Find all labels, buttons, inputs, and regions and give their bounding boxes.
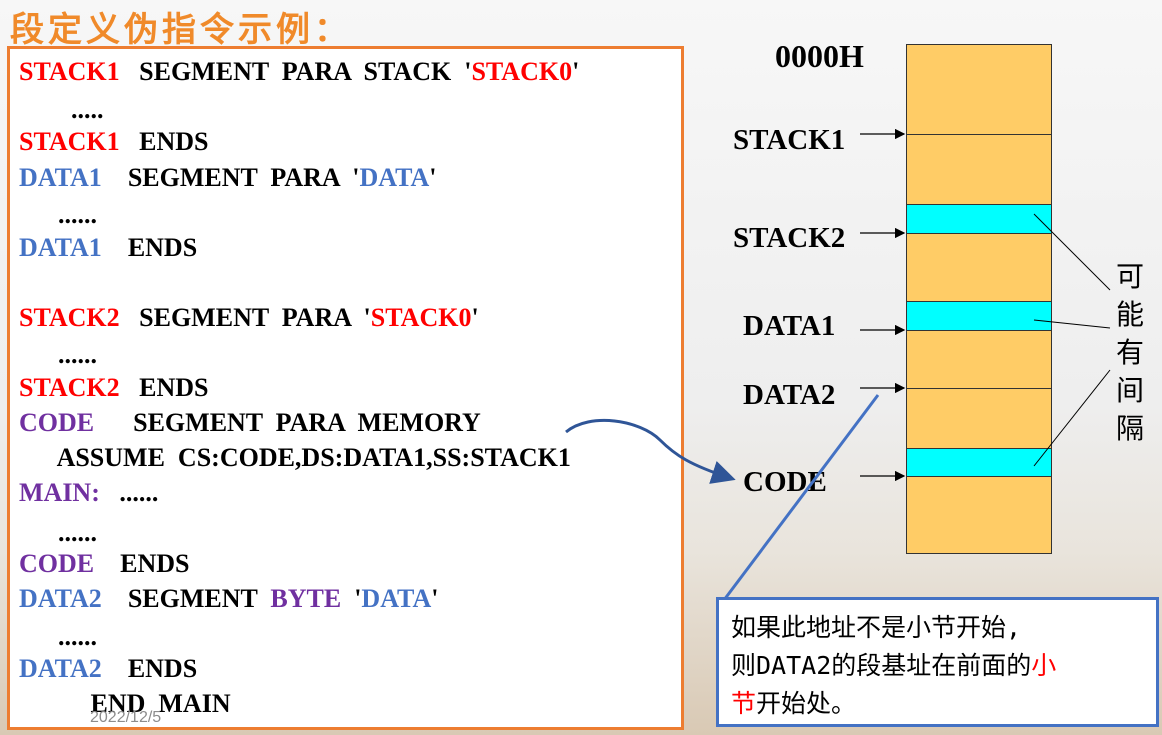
segment-label-data1: DATA1 <box>743 310 836 342</box>
code-token: ' <box>431 584 439 613</box>
segment-label-data2: DATA2 <box>743 379 836 411</box>
code-token: ...... <box>19 622 97 651</box>
code-token: DATA2 <box>19 654 102 683</box>
callout-note: 如果此地址不是小节开始, 则DATA2的段基址在前面的小 节开始处。 <box>716 597 1159 727</box>
memory-block <box>906 44 1052 134</box>
code-token: CODE <box>19 408 95 437</box>
memory-gap <box>906 301 1052 330</box>
memory-arrow <box>565 419 736 484</box>
code-token: STACK0 <box>370 303 472 332</box>
memory-block <box>906 330 1052 388</box>
code-token: STACK0 <box>471 57 573 86</box>
code-token: ENDS <box>94 549 190 578</box>
memory-block <box>906 134 1052 204</box>
slide-title: 段定义伪指令示例： <box>10 10 352 50</box>
code-token: STACK2 <box>19 303 120 332</box>
code-token: ..... <box>19 95 104 124</box>
segment-label-stack1: STACK1 <box>733 124 846 156</box>
code-line: STACK2 SEGMENT PARA 'STACK0' <box>19 303 479 333</box>
code-token: DATA <box>359 163 430 192</box>
code-token: ENDS <box>101 654 198 683</box>
code-token: SEGMENT <box>101 584 271 613</box>
code-token: ...... <box>19 200 97 229</box>
code-line: CODE SEGMENT PARA MEMORY <box>19 408 481 438</box>
note-line3: 节开始处。 <box>731 689 857 718</box>
gap-pointer <box>1033 369 1111 467</box>
code-listing-box <box>7 46 684 730</box>
code-token: SEGMENT PARA ' <box>101 163 360 192</box>
code-token: SEGMENT PARA MEMORY <box>94 408 481 437</box>
footer-date: 2022/12/5 <box>90 709 162 726</box>
code-token: ' <box>429 163 437 192</box>
code-token: MAIN: <box>19 478 100 507</box>
gap-note-vertical: 可能有间隔 <box>1115 260 1144 445</box>
code-token: ASSUME CS:CODE,DS:DATA1,SS:STACK1 <box>19 443 571 472</box>
code-token: ' <box>471 303 479 332</box>
code-token: DATA1 <box>19 163 102 192</box>
code-token: ...... <box>99 478 159 507</box>
code-token: CODE <box>19 549 95 578</box>
code-line: ...... <box>19 622 97 652</box>
memory-gap <box>906 448 1052 476</box>
code-line: STACK1 SEGMENT PARA STACK 'STACK0' <box>19 57 579 87</box>
code-line: DATA2 ENDS <box>19 654 197 684</box>
code-token: ...... <box>19 340 97 369</box>
code-line: ...... <box>19 200 97 230</box>
memory-gap <box>906 204 1052 233</box>
code-line: CODE ENDS <box>19 549 189 579</box>
code-token: SEGMENT PARA STACK ' <box>119 57 472 86</box>
code-token: ' <box>341 584 362 613</box>
code-token: STACK1 <box>19 57 120 86</box>
note-line1: 如果此地址不是小节开始, <box>731 613 1022 642</box>
code-line: MAIN: ...... <box>19 478 158 508</box>
gap-pointer <box>1033 213 1111 291</box>
code-line: DATA1 ENDS <box>19 233 197 263</box>
note-line2: 则DATA2的段基址在前面的小 <box>731 651 1057 680</box>
code-token: STACK1 <box>19 127 120 156</box>
code-line: ...... <box>19 518 97 548</box>
code-token: ...... <box>19 518 97 547</box>
code-line: DATA2 SEGMENT BYTE 'DATA' <box>19 584 438 614</box>
gap-pointer <box>1033 319 1111 329</box>
code-line: ..... <box>19 95 104 125</box>
code-token: ENDS <box>119 127 209 156</box>
code-line: STACK2 ENDS <box>19 373 209 403</box>
code-token: DATA1 <box>19 233 102 262</box>
code-token: DATA <box>361 584 432 613</box>
code-token: ENDS <box>101 233 198 262</box>
memory-block <box>906 388 1052 448</box>
callout-line <box>722 394 880 601</box>
memory-block <box>906 233 1052 301</box>
code-line: END MAIN <box>19 689 231 719</box>
segment-label-stack2: STACK2 <box>733 222 846 254</box>
memory-block <box>906 476 1052 554</box>
code-line: DATA1 SEGMENT PARA 'DATA' <box>19 163 437 193</box>
code-token: STACK2 <box>19 373 120 402</box>
code-token: ' <box>572 57 580 86</box>
code-line: ...... <box>19 340 97 370</box>
code-line: STACK1 ENDS <box>19 127 209 157</box>
code-token: BYTE <box>270 584 342 613</box>
code-line: ASSUME CS:CODE,DS:DATA1,SS:STACK1 <box>19 443 571 473</box>
code-token: ENDS <box>119 373 209 402</box>
code-token: SEGMENT PARA ' <box>119 303 371 332</box>
code-token: DATA2 <box>19 584 102 613</box>
code-token: END MAIN <box>19 689 231 718</box>
memory-start-address: 0000H <box>775 38 864 74</box>
